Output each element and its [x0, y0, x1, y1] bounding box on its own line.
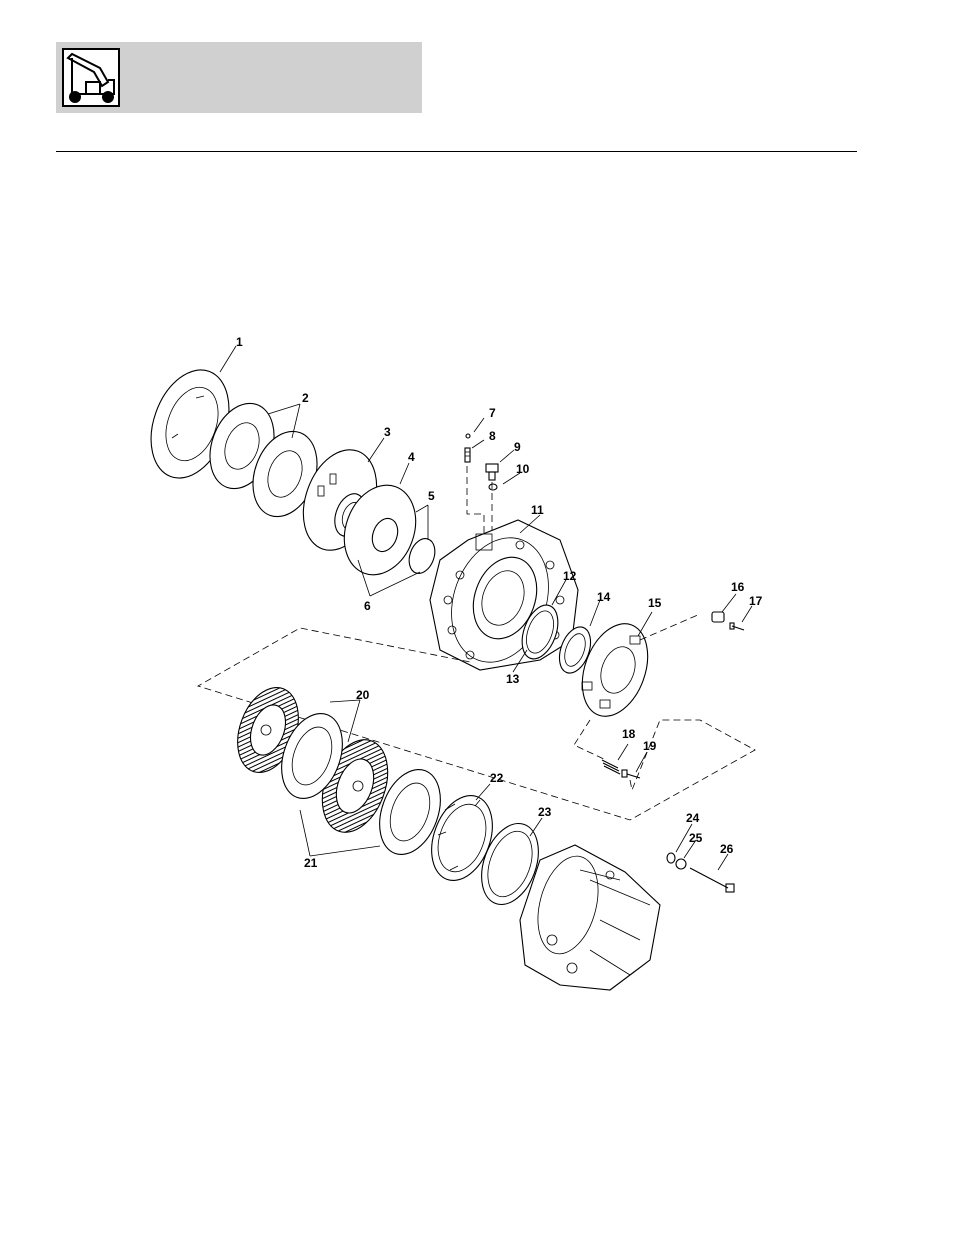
callout-11: 11	[531, 503, 544, 517]
callout-6: 6	[364, 599, 371, 613]
callout-18: 18	[622, 727, 636, 741]
callout-16: 16	[731, 580, 745, 594]
callout-4: 4	[408, 450, 415, 464]
loader-vehicle-icon	[62, 48, 120, 107]
callout-1: 1	[236, 335, 243, 349]
header-rule	[56, 151, 857, 152]
part-8-fitting	[465, 448, 470, 462]
callout-3: 3	[384, 425, 391, 439]
part-17-bolt	[730, 623, 744, 630]
section-header	[56, 42, 422, 113]
callout-5: 5	[428, 489, 435, 503]
callout-23: 23	[538, 805, 552, 819]
part-16-bushing	[712, 612, 724, 622]
callout-14: 14	[597, 590, 611, 604]
callout-24: 24	[686, 811, 700, 825]
part-9-plug	[486, 464, 498, 480]
part-7-ball	[466, 434, 470, 438]
callout-15: 15	[648, 596, 662, 610]
part-24-washer	[667, 853, 675, 863]
callout-21: 21	[304, 856, 318, 870]
callout-20: 20	[356, 688, 370, 702]
callout-19: 19	[643, 739, 657, 753]
part-18-spring	[602, 760, 620, 774]
callout-9: 9	[514, 440, 521, 454]
callout-8: 8	[489, 429, 496, 443]
callout-22: 22	[490, 771, 504, 785]
part-25-nut	[676, 859, 686, 869]
callout-17: 17	[749, 594, 763, 608]
part-26-bolt	[690, 868, 734, 892]
callout-12: 12	[563, 569, 577, 583]
callout-25: 25	[689, 831, 703, 845]
axle-housing	[520, 845, 660, 990]
part-10-washer	[489, 484, 497, 490]
callout-13: 13	[506, 672, 520, 686]
callout-2: 2	[302, 391, 309, 405]
callout-7: 7	[489, 406, 496, 420]
callout-26: 26	[720, 842, 734, 856]
brake-exploded-view-diagram: 1 2 3 4 5 6 7 8 9 10 11 12 13 14 15 16 1…	[140, 330, 800, 1000]
callout-10: 10	[516, 462, 530, 476]
